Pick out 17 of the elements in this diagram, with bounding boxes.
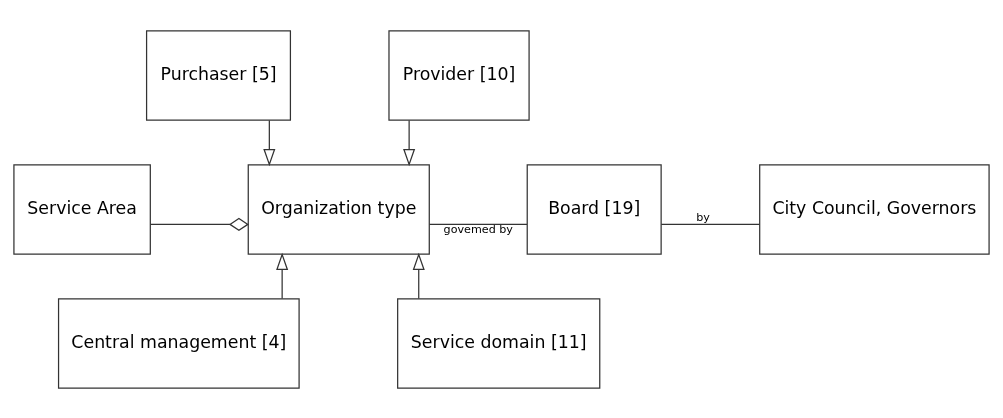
connector — [660, 223, 761, 225]
node-box: Purchaser [5] — [145, 29, 292, 121]
connector — [428, 223, 528, 225]
node-box: Board [19] — [526, 163, 662, 255]
arrow — [276, 252, 289, 299]
arrow — [403, 119, 416, 166]
arrow — [263, 119, 276, 166]
node-box: Service domain [11] — [397, 297, 601, 389]
node-box: Service Area — [13, 163, 151, 255]
node-box: City Council, Governors — [759, 163, 990, 255]
connector — [149, 217, 249, 231]
edge-label: by — [696, 210, 710, 224]
node-box: Central management [4] — [57, 297, 300, 389]
arrow — [412, 252, 425, 299]
node-box: Provider [10] — [388, 29, 530, 121]
node-box: Organization type — [247, 163, 430, 255]
edge-label: govemed by — [443, 222, 513, 236]
